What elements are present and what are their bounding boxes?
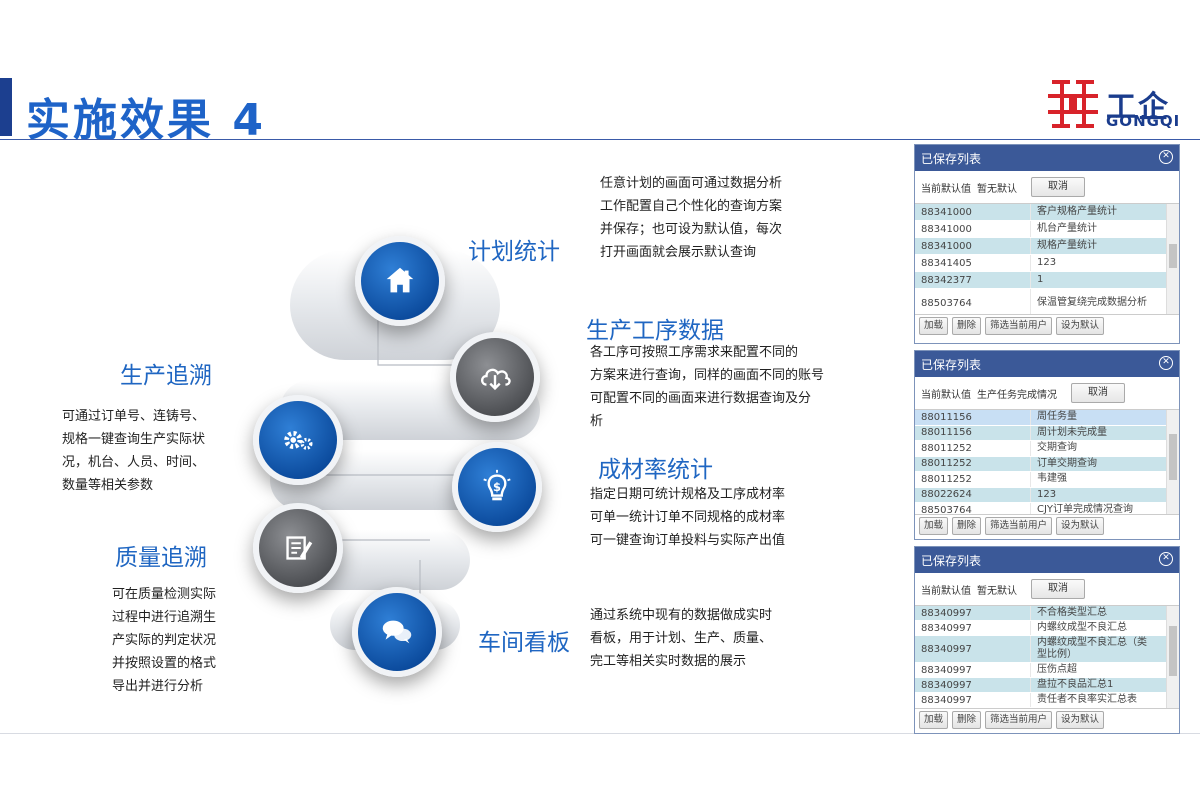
default-label: 当前默认值 [921,389,971,401]
svg-text:$: $ [493,480,501,494]
default-label: 当前默认值 [921,183,971,195]
title-accent-bar [0,78,12,136]
yield-stats-node: $ [452,442,542,532]
logo-chinese-text: 工企 [1106,90,1170,125]
home-icon [386,267,414,293]
feature-title-process-data: 生产工序数据 [586,318,724,344]
gears-icon [284,430,313,450]
production-trace-node [253,395,343,485]
feature-desc-yield-stats: 指定日期可统计规格及工序成材率可单一统计订单不同规格的成材率可一键查询订单投料与… [590,487,786,548]
default-value: 暂无默认 [977,585,1017,597]
plan-stats-node [355,236,445,326]
list-scrollbar[interactable] [1166,204,1179,314]
close-icon[interactable]: ✕ [1159,356,1173,370]
company-logo [1048,80,1098,128]
load-button[interactable]: 加载 [919,317,949,335]
panel-title: 已保存列表 [921,357,982,372]
list-scrollbar[interactable] [1166,410,1179,514]
cancel-default-button[interactable]: 取消 [1031,579,1085,599]
feature-title-quality-trace: 质量追溯 [115,545,207,571]
delete-button[interactable]: 删除 [952,517,982,535]
default-label: 当前默认值 [921,585,971,597]
quality-trace-node [253,503,343,593]
panel-title: 已保存列表 [921,151,982,166]
filter-current-user-button[interactable]: 筛选当前用户 [985,711,1053,729]
panel-header: 已保存列表 ✕ [915,351,1179,377]
set-default-button[interactable]: 设为默认 [1056,317,1105,335]
logo-english-text: GONGQI [1106,112,1181,130]
filter-current-user-button[interactable]: 筛选当前用户 [985,517,1053,535]
load-button[interactable]: 加载 [919,517,949,535]
feature-desc-quality-trace: 可在质量检测实际过程中进行追溯生产实际的判定状况并按照设置的格式导出并进行分析 [112,587,217,694]
panel-header: 已保存列表 ✕ [915,547,1179,573]
panel-footer: 加载 删除 筛选当前用户 设为默认 [915,315,1179,337]
feature-title-yield-stats: 成材率统计 [598,457,713,483]
edit-document-icon [286,536,313,560]
feature-title-plan-stats: 计划统计 [468,239,560,265]
default-query-row: 当前默认值 暂无默认 取消 [915,573,1179,605]
cancel-default-button[interactable]: 取消 [1071,383,1125,403]
dollar-bulb-icon: $ [483,469,511,501]
default-query-row: 当前默认值 生产任务完成情况 取消 [915,377,1179,409]
feature-desc-workshop-board: 通过系统中现有的数据做成实时看板，用于计划、生产、质量、完工等相关实时数据的展示 [590,608,773,669]
load-button[interactable]: 加载 [919,711,949,729]
cloud-download-icon [481,368,511,391]
feature-desc-process-data: 各工序可按照工序需求来配置不同的方案来进行查询，同样的画面不同的账号可配置不同的… [590,345,825,429]
title-divider [0,139,1200,140]
default-value: 生产任务完成情况 [977,389,1057,401]
page-title: 实施效果 4 [26,95,266,146]
set-default-button[interactable]: 设为默认 [1056,517,1105,535]
set-default-button[interactable]: 设为默认 [1056,711,1105,729]
filter-current-user-button[interactable]: 筛选当前用户 [985,317,1053,335]
delete-button[interactable]: 删除 [952,711,982,729]
feature-title-production-trace: 生产追溯 [120,363,212,389]
process-data-node [450,332,540,422]
close-icon[interactable]: ✕ [1159,150,1173,164]
chat-bubbles-icon [382,620,412,644]
panel-title: 已保存列表 [921,553,982,568]
panel-footer: 加载 删除 筛选当前用户 设为默认 [915,709,1179,731]
feature-desc-plan-stats: 任意计划的画面可通过数据分析工作配置自己个性化的查询方案并保存；也可设为默认值，… [600,176,783,260]
footer-divider [0,733,1200,734]
workshop-board-node [352,587,442,677]
feature-desc-production-trace: 可通过订单号、连铸号、规格一键查询生产实际状况，机台、人员、时间、数量等相关参数 [62,409,206,493]
feature-title-workshop-board: 车间看板 [478,630,570,656]
list-scrollbar[interactable] [1166,606,1179,708]
default-value: 暂无默认 [977,183,1017,195]
panel-header: 已保存列表 ✕ [915,145,1179,171]
close-icon[interactable]: ✕ [1159,552,1173,566]
panel-footer: 加载 删除 筛选当前用户 设为默认 [915,515,1179,537]
delete-button[interactable]: 删除 [952,317,982,335]
cancel-default-button[interactable]: 取消 [1031,177,1085,197]
default-query-row: 当前默认值 暂无默认 取消 [915,171,1179,203]
